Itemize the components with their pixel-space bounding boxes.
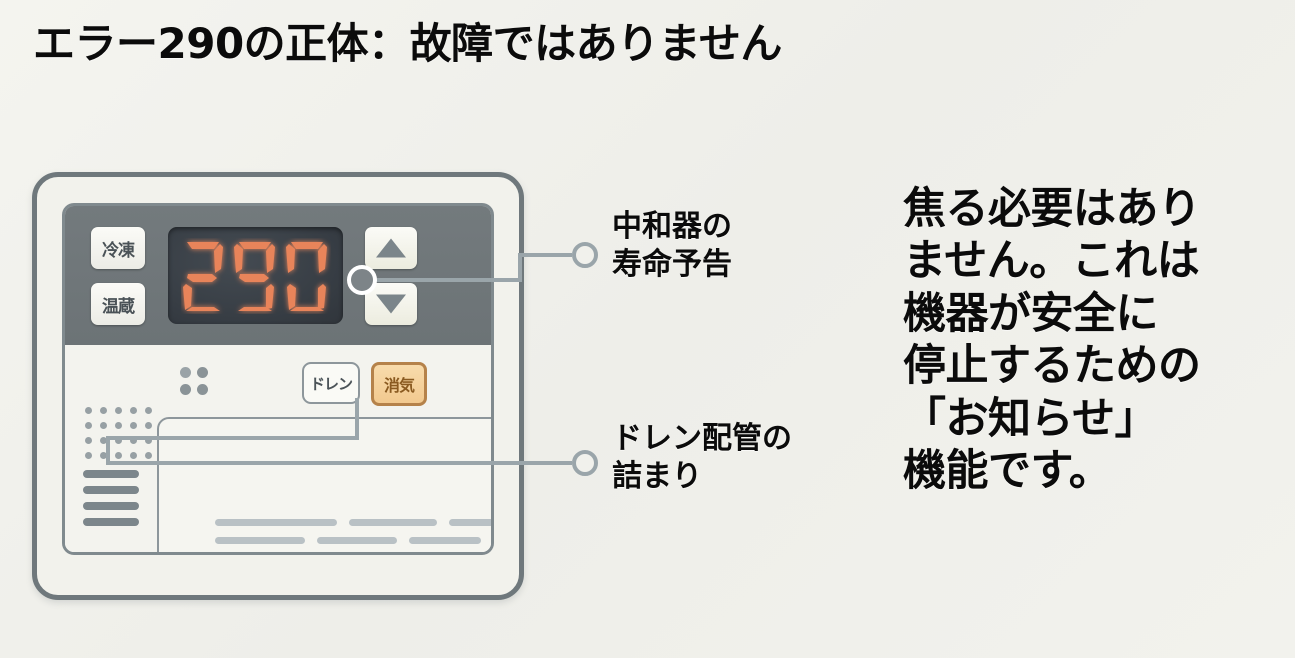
speaker-hole xyxy=(130,452,137,459)
vent-bar xyxy=(83,502,139,510)
device-lower-body: ドレン 消気 xyxy=(65,345,491,552)
mode-button-freeze[interactable]: 冷凍 xyxy=(91,227,145,269)
placeholder-text-line xyxy=(215,537,305,544)
speaker-hole xyxy=(130,422,137,429)
speaker-hole xyxy=(100,452,107,459)
speaker-hole xyxy=(145,407,152,414)
display-header-band: 冷凍 温蔵 xyxy=(65,206,491,345)
speaker-hole xyxy=(85,437,92,444)
speaker-hole xyxy=(100,422,107,429)
placeholder-text-line xyxy=(317,537,397,544)
speaker-hole xyxy=(100,437,107,444)
speaker-hole xyxy=(85,452,92,459)
speaker-hole xyxy=(115,422,122,429)
speaker-hole xyxy=(115,452,122,459)
inset-label-panel xyxy=(157,417,491,552)
vent-bars xyxy=(83,470,139,534)
speaker-hole xyxy=(85,407,92,414)
explanation-paragraph: 焦る必要はあり ません。これは 機器が安全に 停止するための 「お知らせ」 機能… xyxy=(903,184,1201,497)
triangle-down-icon xyxy=(376,294,406,314)
exhaust-button-label: 消気 xyxy=(383,376,415,395)
vent-bar xyxy=(83,518,139,526)
arrow-down-button[interactable] xyxy=(365,283,417,325)
mode-button-warm-label: 温蔵 xyxy=(102,296,135,317)
indicator-dot xyxy=(180,367,191,378)
indicator-dot xyxy=(197,367,208,378)
control-panel-device: 冷凍 温蔵 xyxy=(32,172,524,600)
speaker-grille xyxy=(85,407,155,462)
callout-label-drain-clog: ドレン配管の 詰まり xyxy=(612,421,792,495)
placeholder-text-line xyxy=(349,519,437,526)
mode-button-freeze-label: 冷凍 xyxy=(102,240,135,261)
indicator-dot xyxy=(180,384,191,395)
placeholder-text-line xyxy=(409,537,481,544)
speaker-hole xyxy=(115,407,122,414)
vent-bar xyxy=(83,470,139,478)
drain-button[interactable]: ドレン xyxy=(302,362,360,404)
drain-button-label: ドレン xyxy=(309,374,353,393)
exhaust-button[interactable]: 消気 xyxy=(371,362,427,406)
speaker-hole xyxy=(115,437,122,444)
callout1-endpoint-circle xyxy=(572,242,598,268)
speaker-hole xyxy=(85,422,92,429)
speaker-hole xyxy=(145,452,152,459)
indicator-dots xyxy=(180,367,208,395)
speaker-hole xyxy=(145,437,152,444)
arrow-up-button[interactable] xyxy=(365,227,417,269)
speaker-hole xyxy=(130,437,137,444)
vent-bar xyxy=(83,486,139,494)
mode-button-warm[interactable]: 温蔵 xyxy=(91,283,145,325)
triangle-up-icon xyxy=(376,238,406,258)
placeholder-text-line xyxy=(449,519,491,526)
speaker-hole xyxy=(130,407,137,414)
display-digits xyxy=(182,241,327,311)
device-bezel: 冷凍 温蔵 xyxy=(62,203,494,555)
speaker-hole xyxy=(145,422,152,429)
page-title: エラー290の正体：故障ではありません xyxy=(33,19,782,68)
callout-label-neutralizer: 中和器の 寿命予告 xyxy=(612,209,732,283)
speaker-hole xyxy=(100,407,107,414)
indicator-dot xyxy=(197,384,208,395)
seven-segment-display xyxy=(168,227,343,324)
callout2-endpoint-circle xyxy=(572,450,598,476)
placeholder-text-line xyxy=(215,519,337,526)
